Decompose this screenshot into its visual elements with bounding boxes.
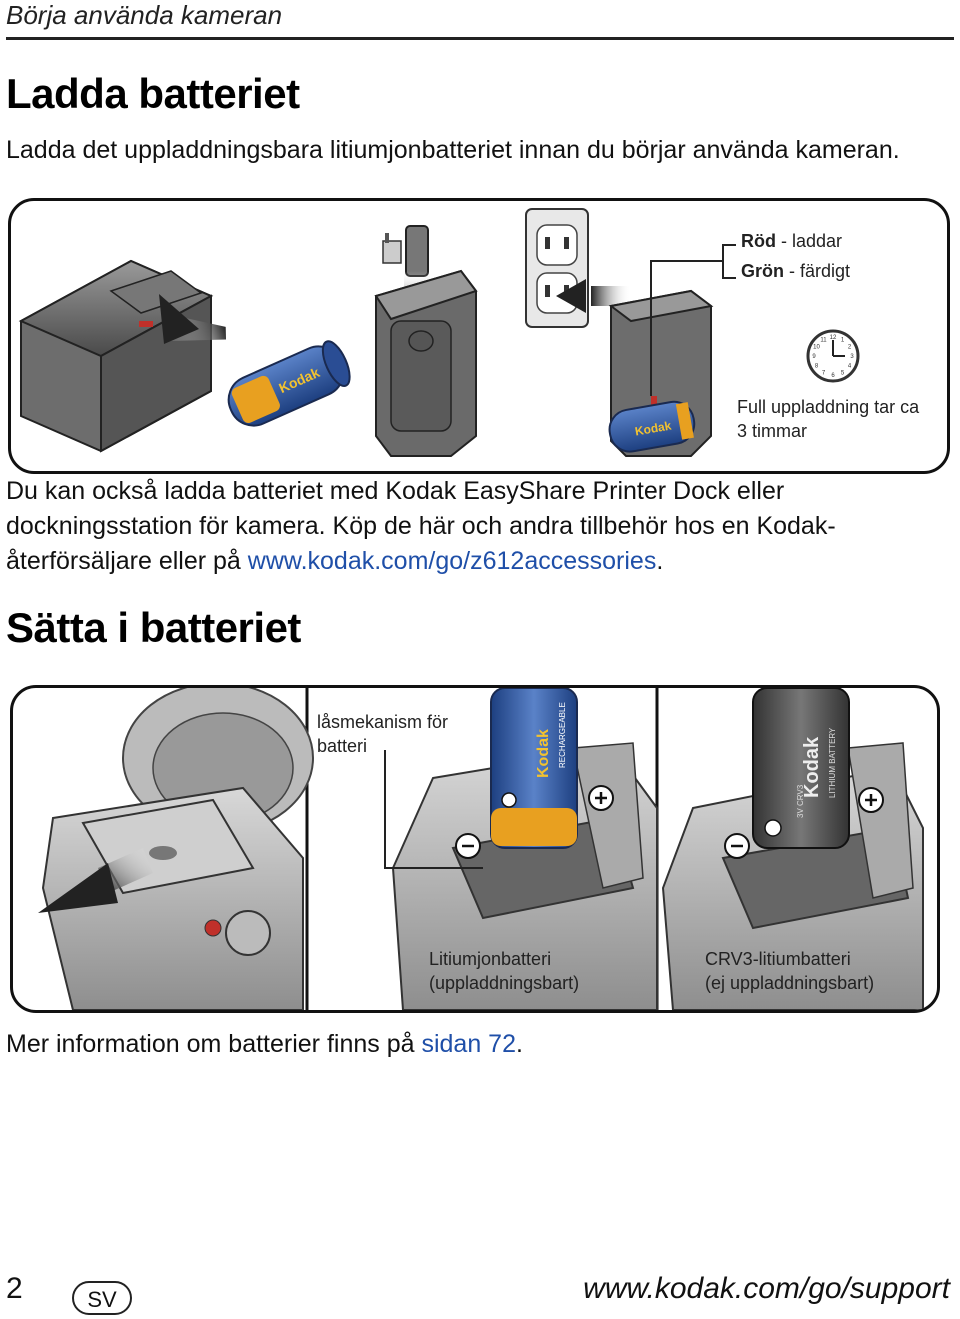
svg-text:3V CRV3: 3V CRV3 — [796, 784, 805, 818]
svg-text:Kodak: Kodak — [535, 729, 552, 778]
accessories-link[interactable]: www.kodak.com/go/z612accessories — [247, 547, 657, 575]
lock-mechanism-label: låsmekanism för batteri — [317, 712, 449, 756]
lock-pointer-line — [384, 750, 483, 869]
svg-text:Kodak: Kodak — [634, 418, 673, 438]
svg-text:Kodak: Kodak — [801, 736, 823, 798]
battery-lion-1: Kodak — [227, 340, 351, 427]
camera-door-open — [41, 688, 314, 1010]
clock-numeral: 2 — [848, 345, 852, 351]
insert-arrow-1 — [159, 294, 227, 344]
liion-battery-label: Litiumjonbatteri (uppladdningsbart) — [429, 949, 580, 993]
insert-arrow-3 — [556, 279, 631, 313]
charger-upright — [374, 269, 478, 457]
clock-numeral: 11 — [820, 338, 827, 344]
led-legend-red: Röd - laddar — [741, 231, 843, 251]
led-legend-bracket — [650, 244, 736, 396]
charge-led — [651, 396, 657, 406]
wall-plug — [382, 225, 429, 277]
clock-numeral: 8 — [815, 364, 819, 370]
insert-illustration: Kodak RECHARGEABLE Kodak LITHIUM BATTERY… — [38, 688, 924, 1010]
clock-numeral: 12 — [830, 335, 837, 341]
charge-time-note: Full uppladdning tar ca 3 timmar — [737, 397, 920, 441]
page-72-link[interactable]: sidan 72 — [421, 1030, 516, 1058]
more-info-paragraph: Mer information om batterier finns på si… — [6, 1030, 523, 1058]
clock-numeral: 10 — [813, 345, 820, 351]
svg-text:RECHARGEABLE: RECHARGEABLE — [558, 702, 567, 768]
clock-numeral: 7 — [822, 371, 826, 377]
clock-numeral: 1 — [841, 338, 845, 344]
clock-numeral: 4 — [848, 364, 852, 370]
clock-numeral: 5 — [841, 371, 845, 377]
section-title-insert: Sätta i batteriet — [6, 604, 301, 651]
slide-arrow — [38, 848, 153, 913]
wall-outlet — [525, 208, 589, 328]
charger-with-battery: Kodak — [608, 289, 714, 457]
clock-numeral: 3 — [850, 354, 854, 360]
clock-numeral: 6 — [831, 373, 835, 379]
charging-illustration: Kodak — [18, 208, 860, 457]
battery-crv3-insert: Kodak LITHIUM BATTERY 3V CRV3 — [752, 688, 850, 849]
charge-intro: Ladda det uppladdningsbara litiumjonbatt… — [6, 136, 900, 164]
clock-numeral: 9 — [812, 354, 816, 360]
page-number: 2 — [6, 1272, 23, 1305]
crv3-battery-label: CRV3-litiumbatteri (ej uppladdningsbart) — [705, 949, 875, 993]
led-legend-green: Grön - färdigt — [741, 261, 851, 281]
insert-illustration-panel: Kodak RECHARGEABLE Kodak LITHIUM BATTERY… — [10, 685, 940, 1013]
running-head: Börja använda kameran — [6, 0, 283, 30]
charge-accessory-paragraph: Du kan också ladda batteriet med Kodak E… — [6, 477, 836, 575]
charging-illustration-panel: Kodak — [8, 198, 950, 474]
camera-compartment-2 — [661, 742, 924, 1010]
battery-lion-insert: Kodak RECHARGEABLE — [490, 688, 578, 849]
language-badge: SV — [72, 1281, 132, 1315]
section-title-charge: Ladda batteriet — [6, 70, 300, 117]
support-url: www.kodak.com/go/support — [583, 1272, 950, 1305]
header-rule — [6, 37, 954, 40]
charger-flat — [18, 259, 214, 453]
svg-text:LITHIUM BATTERY: LITHIUM BATTERY — [828, 727, 837, 798]
